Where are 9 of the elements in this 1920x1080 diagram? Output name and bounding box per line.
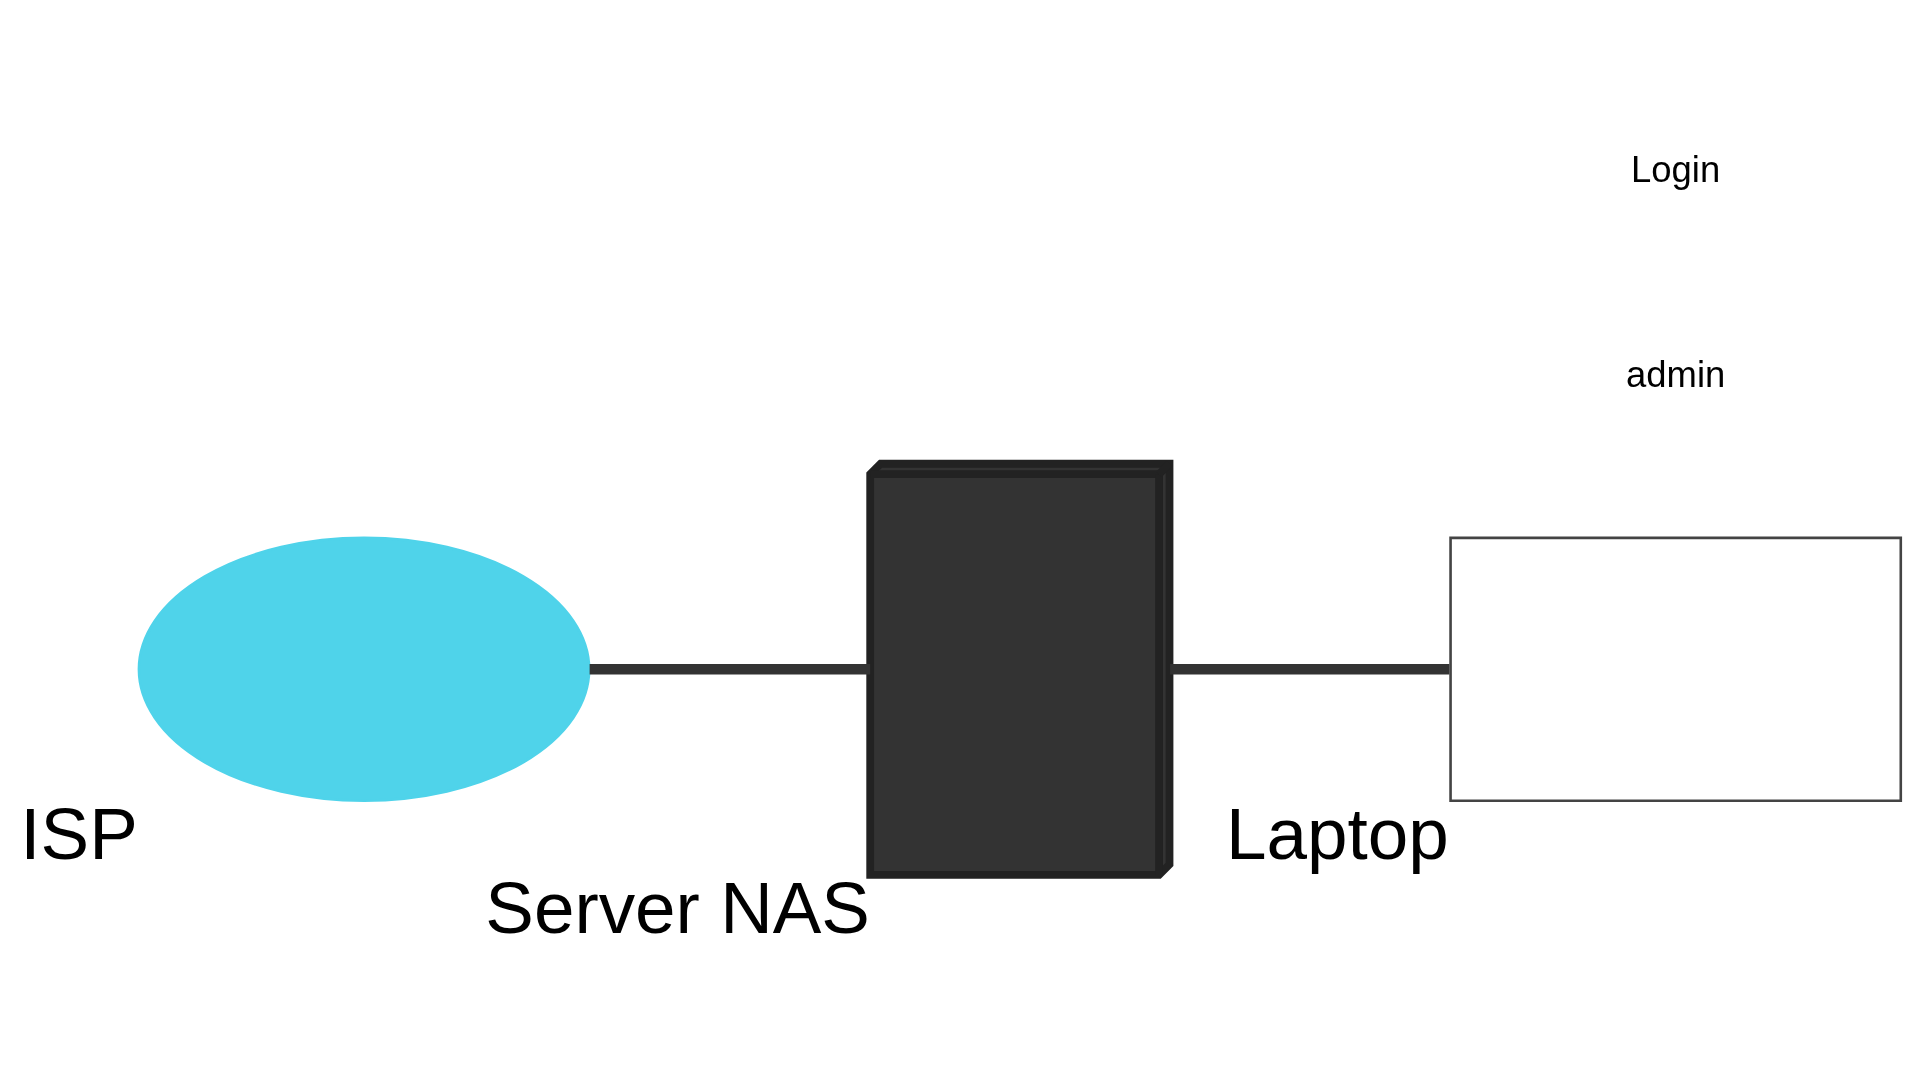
connector	[589, 663, 871, 675]
label: Login	[1631, 148, 1721, 190]
node-label: ISP	[20, 792, 138, 874]
node-box	[1449, 536, 1903, 802]
node-cloud	[137, 536, 591, 802]
node-label: Laptop	[1225, 792, 1449, 874]
label: admin	[1626, 353, 1726, 395]
node-label: Server NAS	[485, 866, 870, 948]
connector	[1170, 663, 1450, 675]
